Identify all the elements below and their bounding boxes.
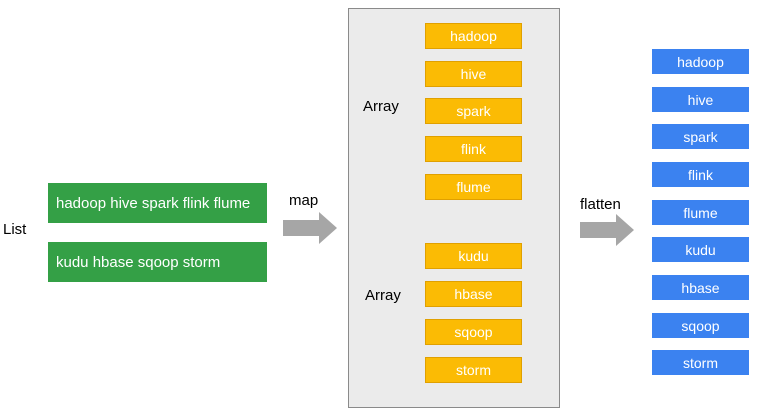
flat-item: flume xyxy=(652,200,749,225)
array-item: hbase xyxy=(425,281,522,307)
list-item: hadoop hive spark flink flume xyxy=(48,183,267,223)
list-item: kudu hbase sqoop storm xyxy=(48,242,267,282)
array-item: sqoop xyxy=(425,319,522,345)
array-label-1: Array xyxy=(363,98,399,115)
array-item: spark xyxy=(425,98,522,124)
map-label: map xyxy=(289,192,319,209)
flat-item: hadoop xyxy=(652,49,749,74)
flat-item: flink xyxy=(652,162,749,187)
flatten-label: flatten xyxy=(580,196,621,213)
array-label-2: Array xyxy=(365,287,401,304)
flat-item: kudu xyxy=(652,237,749,262)
array-item: kudu xyxy=(425,243,522,269)
flatten-arrow-icon xyxy=(580,214,634,246)
flat-item: spark xyxy=(652,124,749,149)
flat-item: storm xyxy=(652,350,749,375)
array-item: hadoop xyxy=(425,23,522,49)
list-label: List xyxy=(3,221,27,238)
map-arrow-icon xyxy=(283,212,337,244)
flat-item: hive xyxy=(652,87,749,112)
array-item: hive xyxy=(425,61,522,87)
array-item: storm xyxy=(425,357,522,383)
flat-item: sqoop xyxy=(652,313,749,338)
flat-item: hbase xyxy=(652,275,749,300)
array-item: flume xyxy=(425,174,522,200)
array-item: flink xyxy=(425,136,522,162)
